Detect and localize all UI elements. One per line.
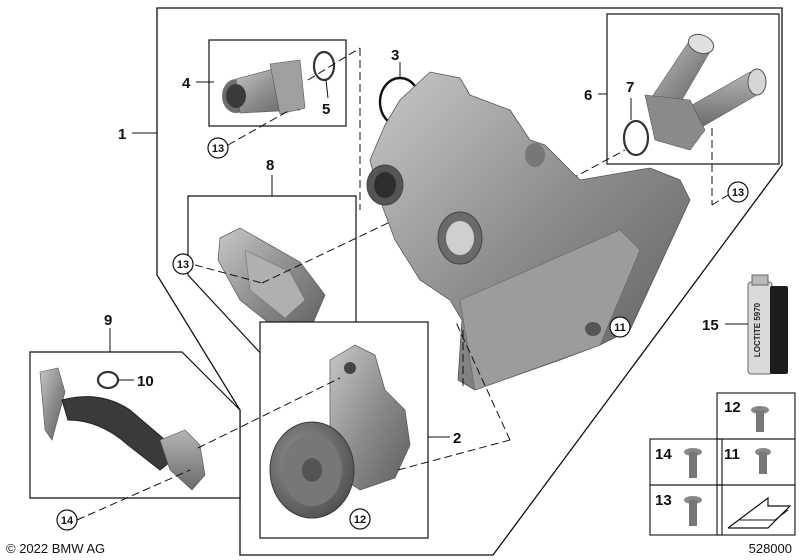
callout-2: 2 (453, 430, 461, 447)
copyright-text: © 2022 BMW AG (6, 541, 106, 556)
sealant-label: LOCTITE 5970 (753, 302, 762, 357)
svg-text:13: 13 (732, 187, 744, 199)
y-pipe-part (644, 33, 767, 151)
svg-text:14: 14 (61, 515, 74, 527)
leader-dash (307, 47, 361, 81)
circled-callout-13a: 13 (207, 137, 229, 159)
assembly-1-outline (156, 7, 783, 556)
o-ring-7 (622, 119, 650, 157)
screw-14-icon (684, 448, 702, 478)
callout-9: 9 (104, 312, 112, 329)
callout-10: 10 (137, 373, 154, 390)
sealant-tube-15: LOCTITE 5970 (747, 274, 788, 375)
leader-dash (197, 377, 341, 449)
svg-text:11: 11 (614, 322, 626, 334)
arrow-symbol-icon (727, 496, 792, 529)
svg-text:13: 13 (177, 259, 189, 271)
leader-dash (76, 469, 191, 521)
legend-11: 11 (724, 446, 740, 463)
callout-4: 4 (182, 75, 191, 92)
fastener-legend (649, 392, 796, 536)
screw-11-icon (755, 448, 771, 474)
leader-dash (397, 439, 511, 471)
water-pump-part (269, 344, 411, 519)
screw-12-icon (751, 406, 769, 432)
callout-3: 3 (391, 47, 399, 64)
callout-5: 5 (322, 101, 330, 118)
callout-1: 1 (118, 126, 126, 143)
circled-callout-13c: 13 (172, 253, 194, 275)
svg-text:12: 12 (354, 514, 366, 526)
circled-callout-12: 12 (349, 508, 371, 530)
screw-13-icon (684, 496, 702, 526)
leader-line-5 (325, 79, 329, 99)
callout-8: 8 (266, 157, 274, 174)
callout-15: 15 (702, 317, 719, 334)
circled-callout-14: 14 (56, 509, 78, 531)
o-ring-5 (312, 50, 336, 82)
diagram-id: 528000 (748, 541, 792, 556)
leader-dash (711, 194, 729, 206)
leader-dash (454, 319, 511, 441)
circled-callout-11: 11 (609, 316, 631, 338)
flange-connector-part (222, 59, 306, 115)
callout-7: 7 (626, 79, 634, 96)
coolant-pump-housing-part (366, 71, 691, 391)
callout-6: 6 (584, 87, 592, 104)
coolant-pipe-part (39, 367, 206, 491)
legend-13: 13 (655, 492, 672, 509)
svg-text:13: 13 (212, 143, 224, 155)
legend-14: 14 (655, 446, 672, 463)
circled-callout-13b: 13 (727, 181, 749, 203)
legend-12: 12 (724, 399, 741, 416)
